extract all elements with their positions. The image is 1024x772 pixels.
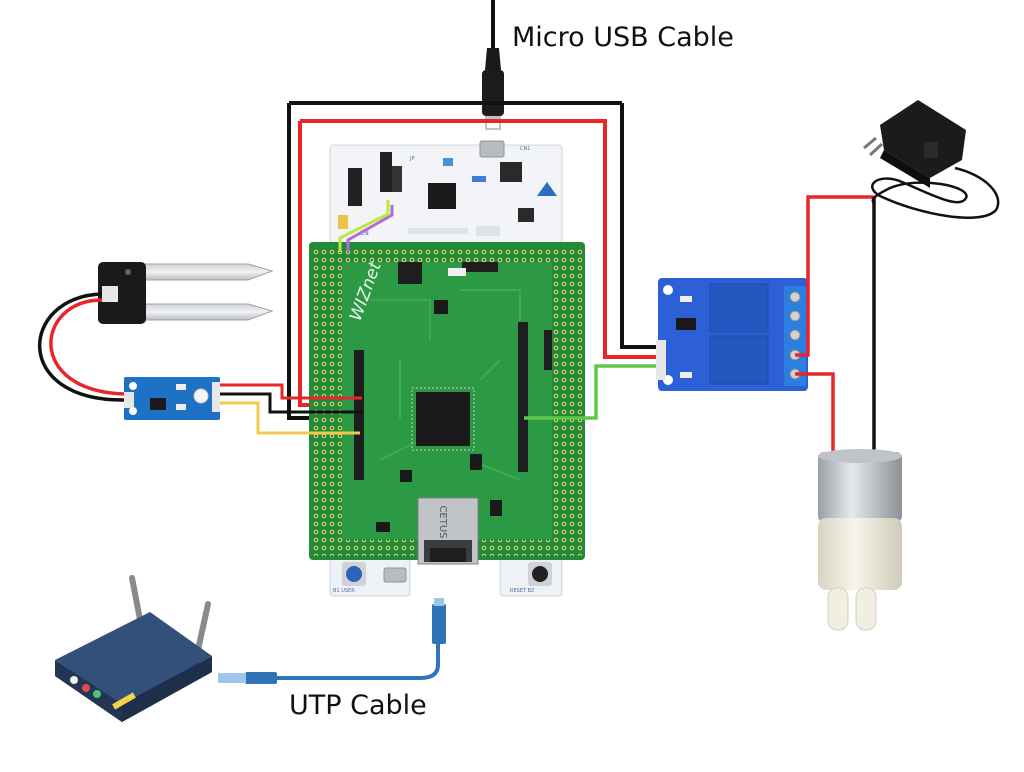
rj45-jack-icon: CETUS [417, 497, 479, 565]
adapter-cable [871, 166, 1000, 219]
wire-probe-loop [38, 292, 127, 402]
wire-purple-lime [338, 200, 394, 252]
reset-button-icon[interactable] [532, 566, 548, 582]
wire-sensor-signals [220, 383, 362, 435]
water-pump-icon [818, 449, 902, 631]
svg-text:B1 USER: B1 USER [333, 588, 355, 594]
power-adapter-icon [863, 100, 966, 188]
router-icon [55, 575, 212, 722]
relay-module-icon [656, 278, 808, 391]
ethernet-shield-icon: WIZnet CETUS [309, 242, 585, 565]
svg-text:CN1: CN1 [520, 146, 530, 152]
sensor-module-icon [124, 377, 220, 420]
svg-text:JP: JP [409, 156, 415, 162]
microcontroller-board-icon: CN JP CN1 [329, 140, 563, 246]
rj45-mark: CETUS [437, 505, 448, 538]
utp-cable-label: UTP Cable [289, 690, 427, 721]
micro-usb-cable [482, 0, 504, 130]
utp-cable [218, 598, 446, 684]
nucleo-bottom-strip: B1 USER RESET B2 [329, 555, 563, 597]
wire-green-signal [524, 364, 665, 420]
svg-text:CN: CN [360, 230, 369, 237]
user-button-icon[interactable] [346, 566, 362, 582]
wire-pump-power [795, 195, 876, 452]
svg-text:RESET B2: RESET B2 [510, 588, 534, 594]
soil-moisture-probe-icon [98, 262, 274, 324]
micro-usb-cable-label: Micro USB Cable [512, 22, 734, 53]
